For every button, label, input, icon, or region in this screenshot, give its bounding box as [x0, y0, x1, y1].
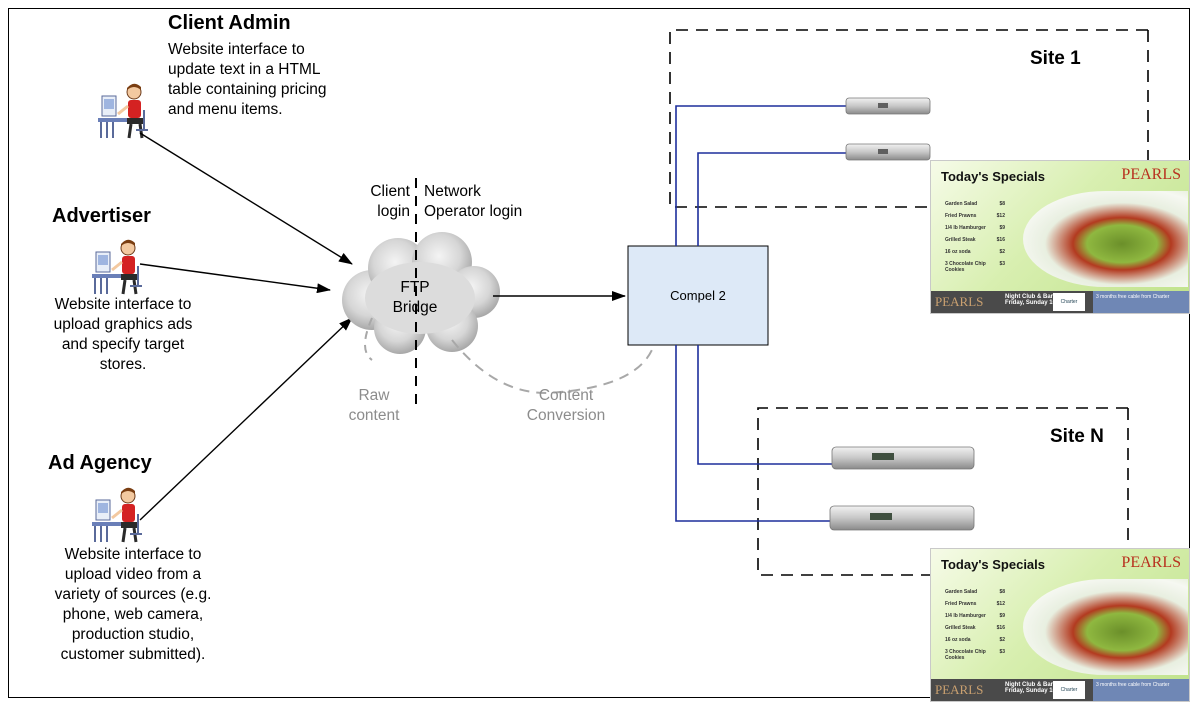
- site-1-player-2: [845, 143, 931, 161]
- site-1-player-1: [845, 97, 931, 115]
- compel-label: Compel 2: [670, 288, 726, 303]
- ad-agency-person-icon: [90, 486, 144, 544]
- raw-content-curve: [364, 317, 373, 361]
- ftp-bridge-label: FTP Bridge: [392, 279, 438, 316]
- menu-item: 1/4 lb Hamburger$9: [945, 613, 1005, 619]
- footer-promo: 3 months free cable from Charter: [1093, 291, 1189, 313]
- menu-item: 1/4 lb Hamburger$9: [945, 225, 1005, 231]
- menu-item: Fried Prawns$12: [945, 601, 1005, 607]
- menu-item: Garden Salad$8: [945, 589, 1005, 595]
- client-admin-title: Client Admin: [168, 12, 291, 34]
- site-n-box: [757, 407, 1128, 576]
- menu-board-brand: PEARLS: [1121, 166, 1181, 183]
- advertiser-person-icon: [90, 238, 144, 296]
- menu-item: Garden Salad$8: [945, 201, 1005, 207]
- footer-brand: PEARLS: [935, 682, 984, 697]
- footer-brand: PEARLS: [935, 294, 984, 309]
- menu-item: Grilled Steak$16: [945, 237, 1005, 243]
- content-conversion-label: Content Conversion: [526, 387, 606, 424]
- advertiser-description: Website interface to upload graphics ads…: [53, 296, 193, 373]
- food-image: [1023, 579, 1188, 675]
- ftp-bridge-cloud: [342, 232, 500, 354]
- menu-item: 3 Chocolate Chip Cookies$3: [945, 261, 1005, 273]
- raw-content-label: Raw content: [348, 387, 400, 424]
- menu-item: Fried Prawns$12: [945, 213, 1005, 219]
- site-n-player-1: [831, 446, 975, 470]
- connectors: [675, 105, 846, 522]
- footer-sponsor: Charter: [1053, 681, 1085, 699]
- client-admin-person-icon: [96, 82, 150, 140]
- client-login-label: Client login: [370, 183, 410, 220]
- footer-sponsor: Charter: [1053, 293, 1085, 311]
- content-conversion-curve: [451, 339, 655, 394]
- advertiser-title: Advertiser: [52, 205, 151, 227]
- menu-item: 3 Chocolate Chip Cookies$3: [945, 649, 1005, 661]
- food-image: [1023, 191, 1188, 287]
- menu-item: 16 oz soda$2: [945, 637, 1005, 643]
- diagram-frame: [8, 8, 1190, 698]
- menu-board-title: Today's Specials: [941, 557, 1046, 572]
- client-admin-description: Website interface to update text in a HT…: [168, 41, 327, 118]
- menu-item: 16 oz soda$2: [945, 249, 1005, 255]
- advertiser-arrow: [139, 263, 331, 294]
- client-admin-arrow: [139, 132, 353, 265]
- site-n-player-2: [829, 505, 975, 531]
- menu-item: Grilled Steak$16: [945, 625, 1005, 631]
- site-n-label: Site N: [1050, 426, 1104, 447]
- ad-agency-arrow: [139, 317, 353, 521]
- footer-promo: 3 months free cable from Charter: [1093, 679, 1189, 701]
- menu-board-brand: PEARLS: [1121, 554, 1181, 571]
- compel-box: [627, 245, 769, 346]
- ad-agency-description: Website interface to upload video from a…: [54, 546, 212, 663]
- site-1-box: [669, 29, 1148, 208]
- operator-login-label: Network Operator login: [424, 183, 523, 220]
- ad-agency-title: Ad Agency: [48, 452, 152, 474]
- menu-board-site-1: Today's Specials PEARLS Garden Salad$8 F…: [930, 160, 1190, 314]
- site-1-label: Site 1: [1030, 48, 1081, 69]
- menu-board-title: Today's Specials: [941, 169, 1046, 184]
- menu-board-site-n: Today's Specials PEARLS Garden Salad$8 F…: [930, 548, 1190, 702]
